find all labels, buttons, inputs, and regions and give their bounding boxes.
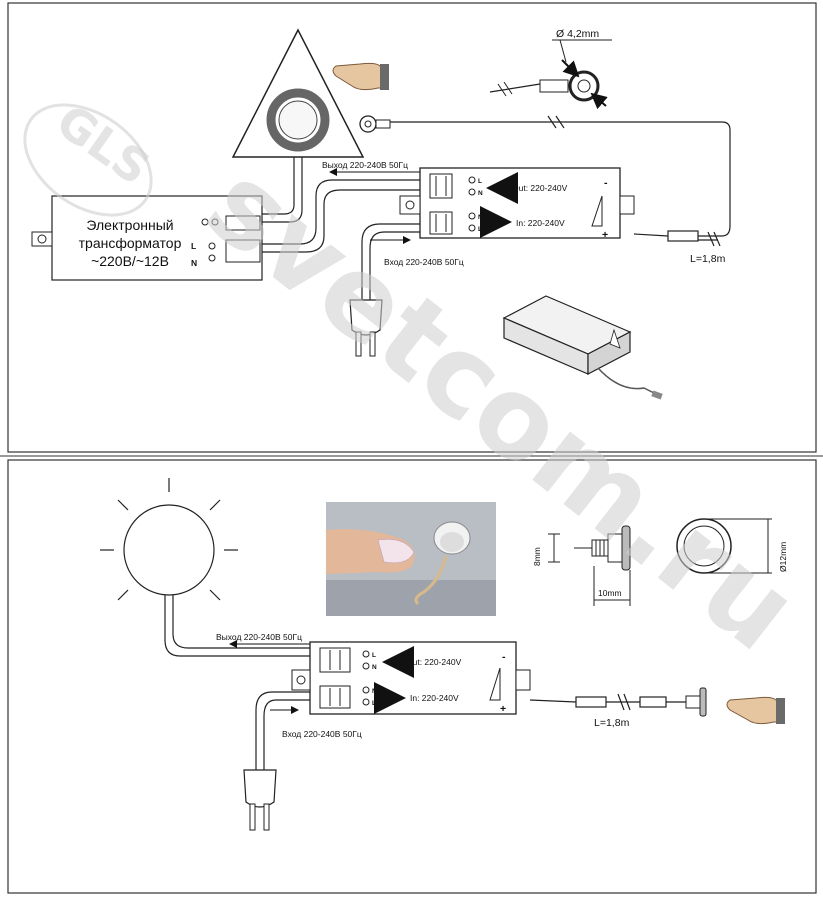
watermark-logo-text: GLS <box>47 94 160 196</box>
bottom-output-label: Выход 220-240В 50Гц <box>216 632 302 642</box>
plug-icon-top <box>349 299 383 357</box>
bottom-unit-plus: + <box>500 703 506 715</box>
ring-terminal-top <box>359 115 391 133</box>
sensor-cable-bottom <box>529 693 686 711</box>
pointing-hand-icon <box>332 62 389 91</box>
top-unit-plus: + <box>602 229 608 241</box>
sensor-side-drawing: 8mm 10mm <box>532 525 631 606</box>
transformer-label-1: Электронный <box>86 217 173 233</box>
transformer-pin-l: L <box>191 241 196 251</box>
sensor-front-drawing: Ø12mm <box>676 518 788 574</box>
top-unit-out-label: Out: 220-240V <box>512 183 568 193</box>
electronic-transformer: Электронный трансформатор ~220В/~12В L N <box>31 195 263 281</box>
sensor-detail-top: Ø 4,2mm <box>489 28 612 110</box>
top-cable-length: L=1,8m <box>690 253 726 265</box>
bottom-panel-frame <box>7 459 817 894</box>
top-diameter-label: Ø 4,2mm <box>556 28 599 40</box>
pointing-hand-icon-bottom <box>726 696 785 725</box>
input-cable-top <box>361 223 420 300</box>
dim-height-label: 8mm <box>532 547 542 566</box>
dimmer-unit-top: L N N L Out: 220-240V In: 220-240V - + <box>399 167 635 241</box>
bottom-term-n1: N <box>372 664 377 671</box>
top-term-n1: N <box>478 190 483 197</box>
bottom-term-n2: N <box>372 688 377 695</box>
sun-lamp-icon <box>100 478 238 601</box>
plug-icon-bottom <box>243 769 277 831</box>
transformer-pin-n: N <box>191 258 197 268</box>
sensor-photo <box>326 502 496 616</box>
dimmer-unit-3d <box>502 295 663 400</box>
top-unit-in-label: In: 220-240V <box>516 218 565 228</box>
bottom-term-l2: L <box>372 700 376 707</box>
sensor-cable-top <box>390 115 731 247</box>
input-cable-bottom <box>255 691 310 770</box>
top-panel-frame <box>7 2 817 453</box>
top-input-label: Вход 220-240В 50Гц <box>384 257 464 267</box>
top-term-n2: N <box>478 214 483 221</box>
bottom-unit-out-label: Out: 220-240V <box>406 657 462 667</box>
transformer-label-3: ~220В/~12В <box>91 253 169 269</box>
bottom-unit-minus: - <box>502 651 506 663</box>
top-term-l2: L <box>478 226 482 233</box>
dim-width-label: 10mm <box>598 588 622 598</box>
bottom-input-label: Вход 220-240В 50Гц <box>282 729 362 739</box>
lamp-cable-bottom <box>164 595 310 657</box>
bottom-unit-in-label: In: 220-240V <box>410 693 459 703</box>
top-term-l1: L <box>478 178 482 185</box>
bottom-cable-length: L=1,8m <box>594 717 630 729</box>
output-cable-top <box>262 179 420 253</box>
lamp-cable <box>256 157 303 223</box>
transformer-label-2: трансформатор <box>79 235 182 251</box>
dim-diameter-label: Ø12mm <box>778 542 788 572</box>
top-unit-minus: - <box>604 177 608 189</box>
dimmer-unit-bottom: L N N L Out: 220-240V In: 220-240V - + <box>291 641 531 715</box>
bottom-term-l1: L <box>372 652 376 659</box>
top-output-label: Выход 220-240В 50Гц <box>322 160 408 170</box>
triangle-lamp-icon <box>231 28 365 158</box>
touch-sensor-bottom <box>685 687 707 717</box>
